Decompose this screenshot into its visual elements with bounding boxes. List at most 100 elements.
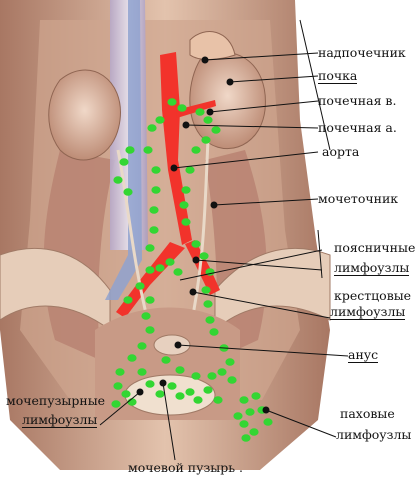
lymph-node <box>193 396 203 404</box>
lymph-node <box>203 386 213 394</box>
label-sacral-2: лимфоузлы <box>330 304 406 320</box>
lymph-node <box>143 146 153 154</box>
lymph-node <box>111 400 121 408</box>
lymph-node <box>207 372 217 380</box>
lymph-node <box>191 240 201 248</box>
lymph-node <box>213 396 223 404</box>
renal-artery <box>176 100 216 118</box>
label-sacral-1: крестцовые <box>334 288 412 303</box>
label-inguinal-2: лимфоузлы <box>336 427 412 442</box>
label-renal-vein: почечная в. <box>318 93 397 108</box>
lymph-node <box>145 296 155 304</box>
lymph-node <box>251 392 261 400</box>
lymph-node <box>227 376 237 384</box>
lymph-node <box>121 390 131 398</box>
lymph-node <box>203 116 213 124</box>
lymph-node <box>149 226 159 234</box>
lymph-node <box>167 98 177 106</box>
lymph-node <box>145 380 155 388</box>
lymph-node <box>137 368 147 376</box>
lymph-node <box>123 188 133 196</box>
label-aorta: аорта <box>322 144 360 159</box>
lymph-node <box>185 166 195 174</box>
left-kidney <box>48 69 121 161</box>
marker-kidney <box>226 78 234 86</box>
lymph-node <box>127 398 137 406</box>
lymph-node <box>177 104 187 112</box>
inferior-vena-cava <box>105 0 142 300</box>
lymph-node <box>205 316 215 324</box>
lymph-node <box>165 258 175 266</box>
lymph-node <box>201 136 211 144</box>
lymph-node <box>181 186 191 194</box>
lymph-node <box>155 116 165 124</box>
lymph-node <box>145 244 155 252</box>
lymph-node <box>147 124 157 132</box>
marker-vesical <box>136 388 144 396</box>
marker-renal-artery <box>182 121 190 129</box>
lymph-node <box>173 268 183 276</box>
lymph-node <box>241 434 251 442</box>
lymph-node <box>127 354 137 362</box>
label-lumbar-1: поясничные <box>334 240 416 255</box>
lymph-node <box>151 186 161 194</box>
lymph-node <box>201 286 211 294</box>
label-renal-artery: почечная а. <box>318 120 397 135</box>
label-anus: анус <box>348 347 379 363</box>
lymph-node <box>149 206 159 214</box>
marker-anus <box>174 341 182 349</box>
leader-lines <box>99 19 349 461</box>
marker-aorta <box>170 164 178 172</box>
lymph-node <box>123 296 133 304</box>
lymph-node <box>199 252 209 260</box>
lymph-node <box>249 428 259 436</box>
lymph-node <box>125 146 135 154</box>
lymph-node <box>115 368 125 376</box>
lymph-node <box>191 146 201 154</box>
label-bladder: мочевой пузырь . <box>128 460 243 475</box>
lymph-node <box>141 312 151 320</box>
lymph-node <box>145 326 155 334</box>
right-kidney <box>189 51 266 150</box>
lymph-node <box>113 176 123 184</box>
lymph-node <box>239 420 249 428</box>
lymph-node <box>211 126 221 134</box>
lymph-node <box>145 266 155 274</box>
lymph-node <box>135 282 145 290</box>
marker-inguinal <box>262 406 270 414</box>
label-vesical-1: мочепузырные <box>6 393 106 408</box>
lymph-node <box>185 388 195 396</box>
lymph-node <box>175 392 185 400</box>
markers <box>136 56 270 414</box>
lymph-node <box>203 300 213 308</box>
lymph-node <box>155 390 165 398</box>
lymph-node <box>113 382 123 390</box>
lymph-node <box>263 418 273 426</box>
left-ureter <box>116 149 152 331</box>
label-kidney: почка <box>318 68 358 84</box>
lymph-node <box>181 218 191 226</box>
lymph-node <box>217 368 227 376</box>
label-ureter: мочеточник <box>318 191 399 206</box>
lymph-node <box>179 201 189 209</box>
marker-bladder <box>159 379 167 387</box>
lymph-node <box>245 408 255 416</box>
lymph-node <box>195 108 205 116</box>
marker-renal-vein <box>206 108 214 116</box>
lymph-node <box>137 342 147 350</box>
right-common-iliac <box>185 240 220 295</box>
label-inguinal-1: паховые <box>340 406 395 421</box>
marker-adrenal <box>201 56 209 64</box>
label-lumbar-2: лимфоузлы <box>334 260 410 276</box>
lymph-node <box>155 264 165 272</box>
lymph-node <box>151 166 161 174</box>
label-adrenal: надпочечник <box>318 45 406 60</box>
marker-lumbar <box>192 256 200 264</box>
marker-ureter <box>210 201 218 209</box>
adrenal-gland <box>189 31 236 60</box>
lymph-node <box>175 366 185 374</box>
lymph-node <box>119 158 129 166</box>
lymph-node <box>191 372 201 380</box>
lymph-node <box>209 328 219 336</box>
